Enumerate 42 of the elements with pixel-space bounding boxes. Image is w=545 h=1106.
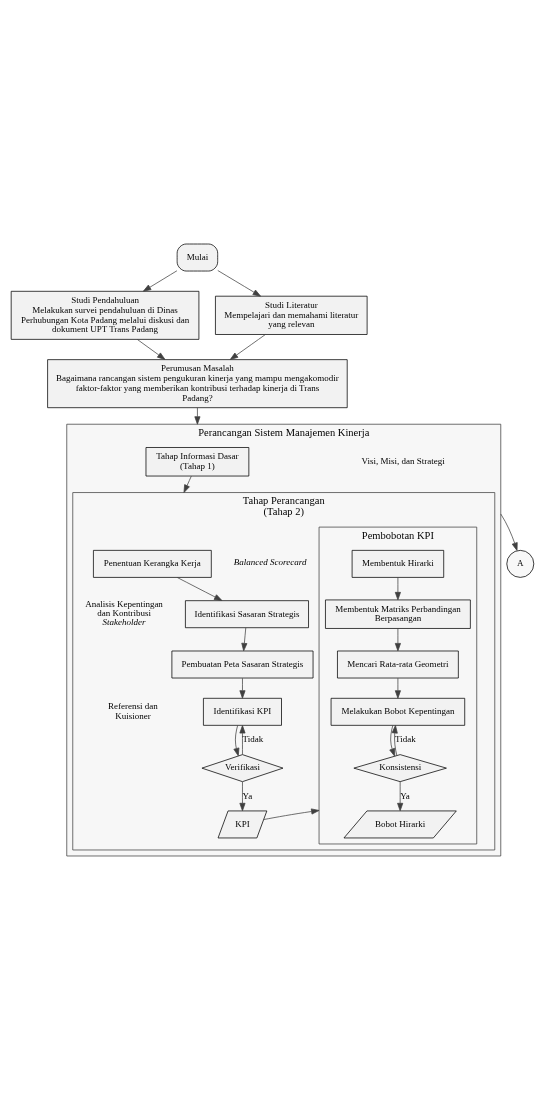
- edge-label: Ya: [242, 790, 253, 801]
- node-box: Membentuk Matriks Perbandingan Berpasangan: [325, 599, 471, 629]
- arrow: [241, 627, 248, 652]
- label: Analisis Kepentingan dan Kontribusi Stakeholder: [85, 599, 163, 628]
- arrow: [394, 628, 401, 652]
- edge-label: Ya: [400, 790, 410, 801]
- arrow: [239, 725, 246, 755]
- node-box: Pembuatan Peta Sasaran Strategis: [171, 650, 314, 679]
- node-box: Melakukan Bobot Kepentingan: [330, 697, 466, 726]
- arrow: [239, 677, 246, 699]
- arrow: [142, 270, 178, 292]
- node-diamond: Verifikasi: [201, 754, 284, 783]
- node-box: Mencari Rata-rata Geometri: [337, 650, 459, 679]
- edge-label: Tidak: [242, 734, 264, 745]
- arrow: [500, 513, 518, 551]
- node-diamond: Konsistensi: [353, 754, 447, 783]
- edge-label: Tidak: [395, 734, 416, 745]
- node-box: Penentuan Kerangka Kerja: [93, 550, 212, 578]
- arrow: [136, 339, 166, 360]
- arrow: [394, 677, 401, 699]
- label: Balanced Scorecard: [233, 557, 307, 568]
- node-box: Membentuk Hirarki: [351, 550, 445, 578]
- label: Referensi dan Kuisioner: [108, 701, 158, 722]
- arrow: [183, 475, 192, 493]
- node-box: Studi Pendahuluan Melakukan survei pendahuluan di Dinas Perhubungan Kota Padang melalui diskusi dan dokument UPT Trans Padang: [10, 290, 200, 340]
- arrow: [176, 577, 223, 601]
- arrow: [263, 808, 320, 820]
- arrow: [239, 781, 246, 812]
- node-box: Identifikasi Sasaran Strategis: [185, 600, 309, 629]
- arrow: [194, 407, 201, 425]
- node-circle: A: [506, 550, 535, 578]
- node-box: Studi Literatur Mempelajari dan memahami literatur yang relevan: [215, 295, 368, 335]
- arrow: [229, 334, 266, 360]
- label: Visi, Misi, dan Strategi: [361, 456, 445, 467]
- arrow: [217, 270, 261, 297]
- node-box: Identifikasi KPI: [203, 697, 282, 726]
- node-box: Perumusan Masalah Bagaimana rancangan sistem pengukuran kinerja yang mampu mengakomodir faktor-faktor yang memberikan kontribusi terhadap kinerja di Trans Padang?: [47, 359, 348, 409]
- node-box: Mulai: [176, 243, 219, 272]
- arrow: [397, 781, 404, 812]
- node-box: Tahap Informasi Dasar (Tahap 1): [145, 447, 250, 477]
- arrow: [233, 725, 240, 757]
- arrow: [394, 577, 401, 601]
